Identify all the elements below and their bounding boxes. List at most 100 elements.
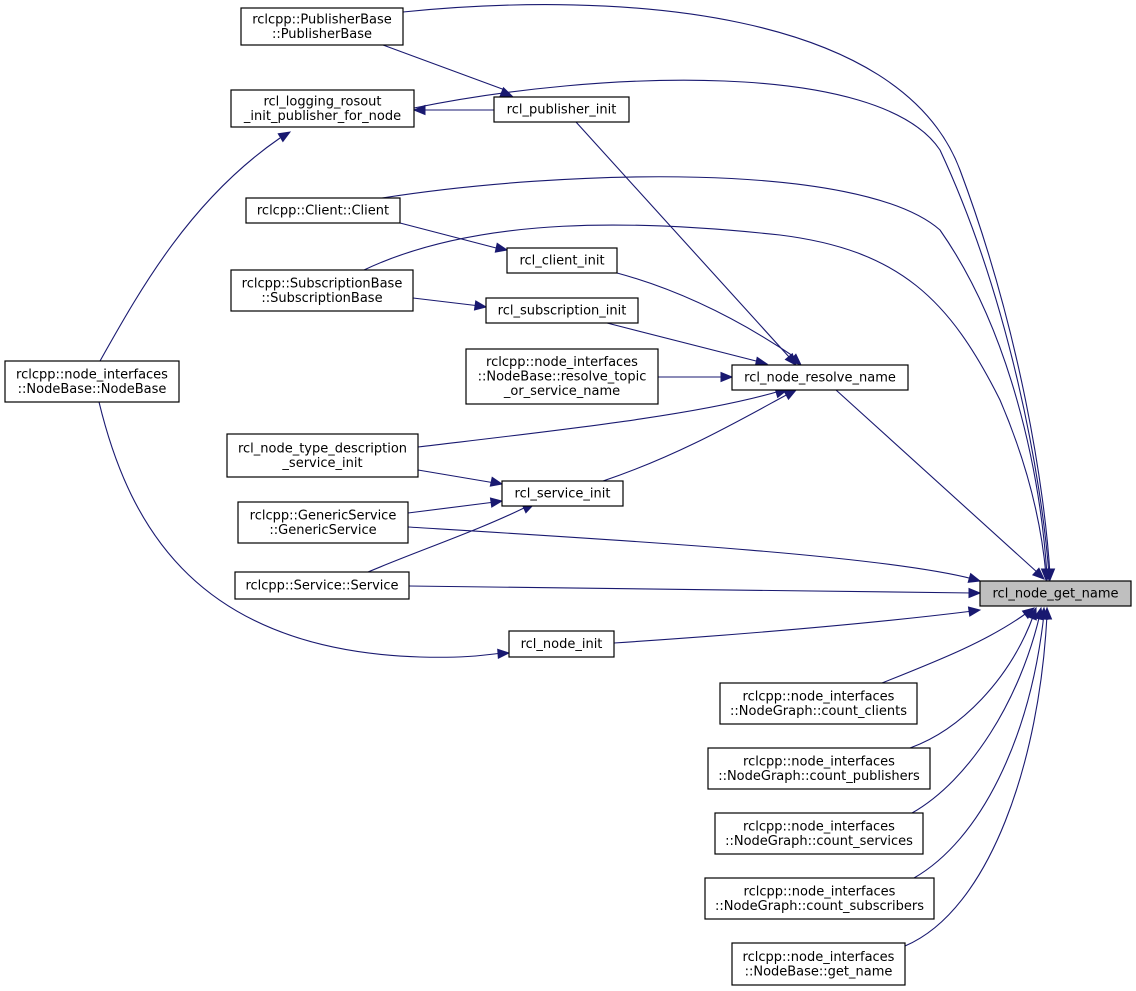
node-node-get-name[interactable]: rcl_node_get_name [979,580,1132,607]
node-box [508,630,615,658]
edge-publisher-init-to-node-resolve-name [575,121,797,367]
node-get-name[interactable]: rclcpp::node_interfaces::NodeBase::get_n… [731,942,906,986]
node-logging-rosout[interactable]: rcl_logging_rosout_init_publisher_for_no… [230,89,415,128]
node-label: rcl_node_get_name [993,587,1119,602]
edges [98,4,1056,947]
node-publisher-init[interactable]: rcl_publisher_init [493,96,630,123]
node-label: rcl_publisher_init [507,103,617,118]
edge-arrowhead [473,300,488,311]
edge-line [412,297,481,307]
node-label: rclcpp::node_interfaces [744,884,896,899]
edge-line [417,469,496,484]
nodes: rclcpp::PublisherBase::PublisherBasercl_… [4,7,1132,986]
edge-line [602,392,791,482]
edge-node-resolve-name-to-node-get-name [835,389,1045,580]
edge-arrowhead [1040,568,1052,582]
edge-nodebase-nodebase-to-node-init [98,401,511,660]
edge-publisherbase-to-publisher-init [382,44,514,97]
node-subscription-init[interactable]: rcl_subscription_init [485,297,639,324]
edge-line [408,585,974,594]
edge-line [413,79,1050,576]
node-box [979,580,1132,607]
node-box [501,480,624,507]
node-count-publishers[interactable]: rclcpp::node_interfaces::NodeGraph::coun… [707,747,931,790]
edge-line [835,389,1039,574]
node-label: ::NodeBase::get_name [745,964,893,979]
edge-line [904,613,1048,947]
node-label: _init_publisher_for_node [243,109,401,124]
node-node-resolve-name[interactable]: rcl_node_resolve_name [731,364,909,391]
node-box [493,96,630,123]
node-box [707,747,931,790]
node-label: ::NodeGraph::count_publishers [718,769,920,784]
edge-arrowhead [277,131,292,143]
node-box [714,812,924,855]
edge-subscriptionbase-to-subscription-init [412,297,488,311]
edge-arrowhead [489,476,504,487]
edge-line [399,222,501,250]
node-box [465,348,659,405]
node-box [731,364,909,391]
node-label: rcl_service_init [515,487,611,502]
node-label: rclcpp::node_interfaces [743,819,895,834]
node-box [237,501,409,544]
node-label: rclcpp::node_interfaces [743,689,895,704]
edge-genericservice-to-node-get-name [407,526,982,583]
node-label: rclcpp::node_interfaces [743,950,895,965]
edge-line [881,611,1029,684]
node-label: rclcpp::PublisherBase [252,12,392,27]
node-box [240,7,404,46]
node-box [234,571,410,600]
node-client-init[interactable]: rcl_client_init [506,247,618,274]
node-box [230,89,415,128]
node-count-subscribers[interactable]: rclcpp::node_interfaces::NodeGraph::coun… [704,877,935,920]
edge-line [911,613,1041,814]
node-label: rclcpp::SubscriptionBase [242,276,403,291]
edge-line [417,390,781,448]
node-count-clients[interactable]: rclcpp::node_interfaces::NodeGraph::coun… [719,682,918,725]
node-box [226,433,419,478]
node-service-init[interactable]: rcl_service_init [501,480,624,507]
edge-line [98,401,503,658]
edge-arrowhead [967,572,982,583]
node-service-service[interactable]: rclcpp::Service::Service [234,571,410,600]
node-box [245,197,401,224]
node-count-services[interactable]: rclcpp::node_interfaces::NodeGraph::coun… [714,812,924,855]
node-label: rcl_client_init [519,254,604,269]
edge-arrowhead [1041,606,1053,620]
node-nodebase-nodebase[interactable]: rclcpp::node_interfaces::NodeBase::NodeB… [4,360,180,403]
node-genericservice[interactable]: rclcpp::GenericService::GenericService [237,501,409,544]
node-label: ::NodeGraph::count_subscribers [715,899,924,914]
node-publisherbase[interactable]: rclcpp::PublisherBase::PublisherBase [240,7,404,46]
node-subscriptionbase[interactable]: rclcpp::SubscriptionBase::SubscriptionBa… [230,269,414,312]
node-label: rcl_logging_rosout [263,94,381,109]
node-box [731,942,906,986]
edge-arrowhead [783,389,798,401]
node-client-client[interactable]: rclcpp::Client::Client [245,197,401,224]
node-resolve-topic[interactable]: rclcpp::node_interfaces::NodeBase::resol… [465,348,659,405]
edge-count-publishers-to-node-get-name [909,606,1037,749]
node-label: ::NodeBase::resolve_topic [478,370,647,385]
edge-service-init-to-node-resolve-name [602,389,798,482]
edge-line [382,44,506,91]
edge-client-init-to-node-resolve-name [616,272,802,366]
edge-line [407,526,974,580]
edge-arrowhead [1031,567,1045,580]
edge-line [909,613,1035,749]
edge-line [99,137,281,362]
node-label: ::SubscriptionBase [261,291,382,306]
edge-subscriptionbase-to-node-get-name [363,224,1052,582]
node-box [4,360,180,403]
node-label: ::NodeGraph::count_services [725,834,913,849]
node-label: rclcpp::node_interfaces [743,754,895,769]
node-label: rcl_subscription_init [498,304,627,319]
edge-line [913,613,1045,879]
node-node-init[interactable]: rcl_node_init [508,630,615,658]
edge-node-init-to-node-get-name [613,606,982,644]
edge-publisherbase-to-node-get-name [402,4,1056,582]
node-label: rclcpp::node_interfaces [486,355,638,370]
edge-arrowhead [968,587,982,599]
node-type-description[interactable]: rcl_node_type_description_service_init [226,433,419,478]
edge-genericservice-to-service-init [407,497,504,514]
edge-publisher-init-to-logging-rosout [412,104,494,116]
